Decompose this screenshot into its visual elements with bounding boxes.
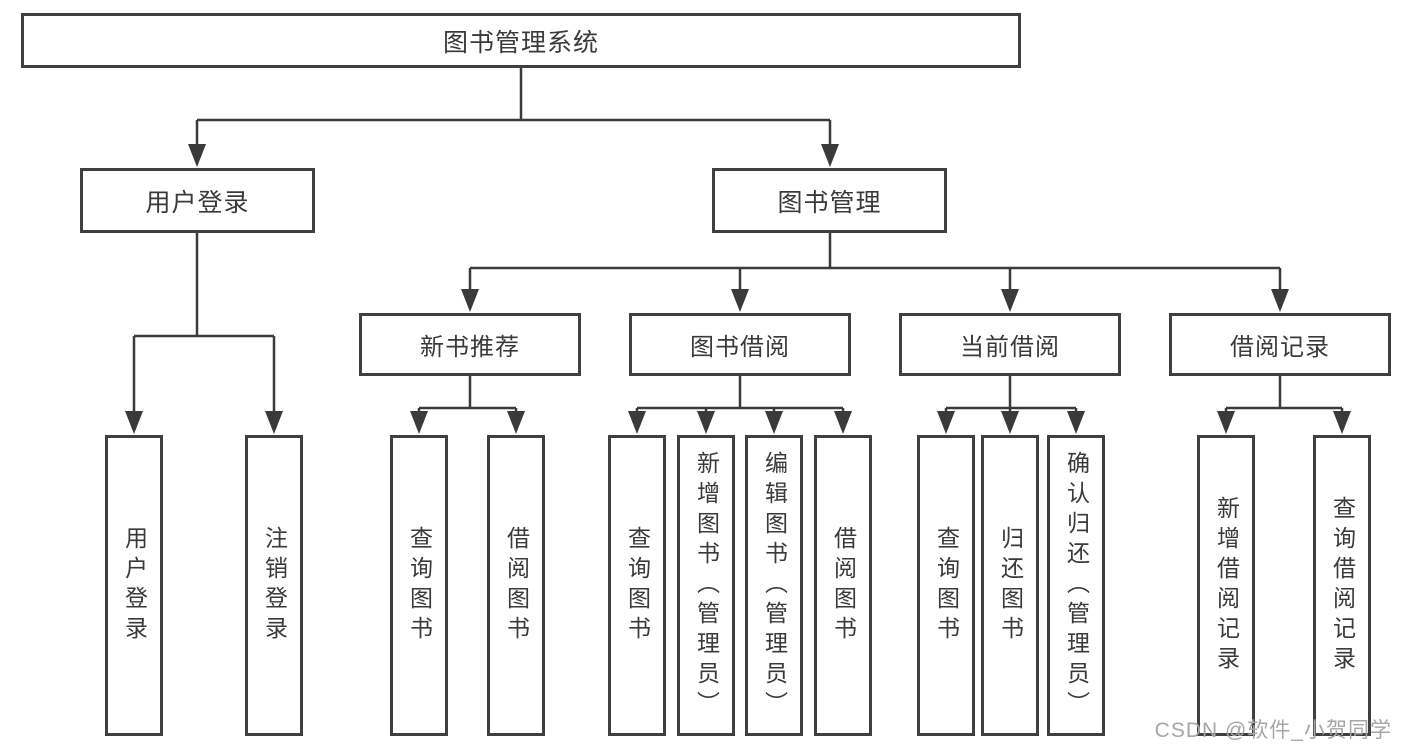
node-root-system: 图书管理系统 (21, 13, 1021, 68)
leaf-query-books-3: 查询图书 (917, 435, 975, 736)
leaf-edit-books-admin: 编辑图书（管理员） (745, 435, 803, 736)
leaf-borrow-books-1: 借阅图书 (487, 435, 545, 736)
leaf-user-login: 用户登录 (105, 435, 163, 736)
leaf-borrow-books-2: 借阅图书 (814, 435, 872, 736)
leaf-logout: 注销登录 (245, 435, 303, 736)
node-new-book-recommend: 新书推荐 (359, 313, 581, 376)
leaf-return-books: 归还图书 (981, 435, 1039, 736)
leaf-confirm-return-admin: 确认归还（管理员） (1047, 435, 1105, 736)
leaf-query-books-1: 查询图书 (390, 435, 448, 736)
leaf-query-borrow-record: 查询借阅记录 (1313, 435, 1371, 736)
arrowheads (125, 144, 1351, 434)
leaf-add-books-admin: 新增图书（管理员） (677, 435, 735, 736)
node-current-borrowing: 当前借阅 (899, 313, 1121, 376)
node-book-borrowing: 图书借阅 (629, 313, 851, 376)
csdn-watermark: CSDN @软件_小贺同学 (1154, 719, 1392, 742)
node-borrowing-records: 借阅记录 (1169, 313, 1391, 376)
node-book-management: 图书管理 (712, 168, 947, 233)
leaf-add-borrow-record: 新增借阅记录 (1197, 435, 1255, 736)
node-user-login: 用户登录 (80, 168, 315, 233)
leaf-query-books-2: 查询图书 (608, 435, 666, 736)
